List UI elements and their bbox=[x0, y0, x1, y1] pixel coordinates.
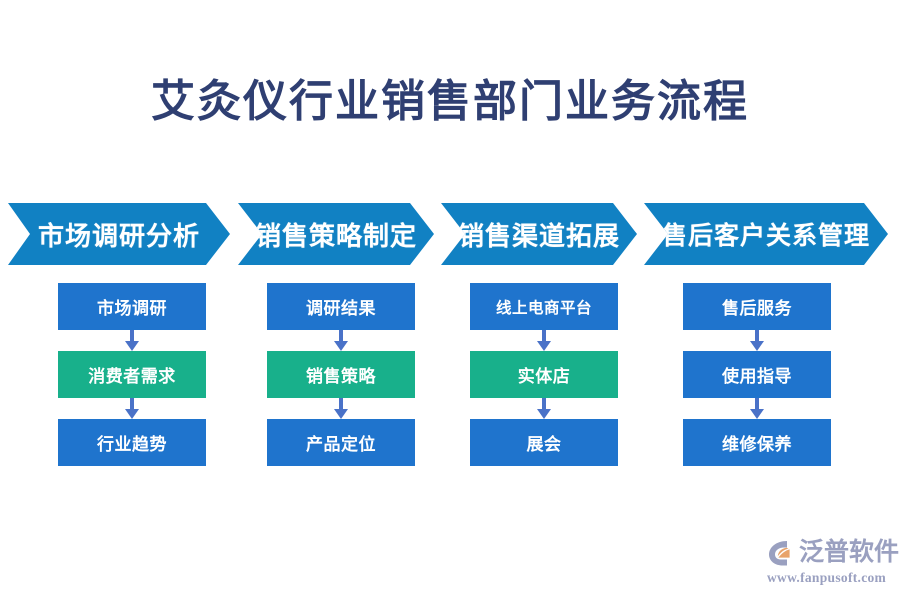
flow-box-3-2[interactable]: 实体店 bbox=[470, 351, 618, 398]
arrow-down-icon bbox=[750, 409, 764, 419]
arrow-stem-icon bbox=[755, 398, 759, 411]
arrow-down-icon bbox=[537, 409, 551, 419]
arrow-down-icon bbox=[750, 341, 764, 351]
flow-box-3-3-label: 展会 bbox=[526, 435, 562, 454]
flow-box-4-2-label: 使用指导 bbox=[722, 367, 792, 386]
arrow-stem-icon bbox=[542, 330, 546, 343]
chevron-stage-4-label: 售后客户关系管理 bbox=[661, 223, 870, 250]
flow-box-2-1[interactable]: 调研结果 bbox=[267, 283, 415, 330]
flow-box-2-3-label: 产品定位 bbox=[306, 435, 376, 454]
arrow-down-icon bbox=[125, 341, 139, 351]
brand-url: www.fanpusoft.com bbox=[767, 570, 887, 585]
arrow-stem-icon bbox=[339, 330, 343, 343]
arrow-connector-4-1 bbox=[683, 330, 831, 351]
flow-box-1-1[interactable]: 市场调研 bbox=[58, 283, 206, 330]
flow-box-4-3[interactable]: 维修保养 bbox=[683, 419, 831, 466]
flow-box-3-1-label: 线上电商平台 bbox=[495, 299, 592, 317]
arrow-down-icon bbox=[125, 409, 139, 419]
flow-box-3-2-label: 实体店 bbox=[517, 367, 571, 386]
flow-box-4-1[interactable]: 售后服务 bbox=[683, 283, 831, 330]
flow-column-3: 线上电商平台 实体店 展会 bbox=[470, 283, 618, 466]
arrow-stem-icon bbox=[339, 398, 343, 411]
flow-box-1-3[interactable]: 行业趋势 bbox=[58, 419, 206, 466]
chevron-stage-1[interactable]: 市场调研分析 bbox=[8, 203, 230, 265]
arrow-stem-icon bbox=[130, 398, 134, 411]
flow-box-1-2[interactable]: 消费者需求 bbox=[58, 351, 206, 398]
flow-box-2-1-label: 调研结果 bbox=[306, 299, 376, 318]
brand-watermark: 泛普软件 www.fanpusoft.com bbox=[766, 537, 899, 589]
process-stage-band: 市场调研分析 销售策略制定 销售渠道拓展 售后客户关系管理 bbox=[0, 203, 900, 265]
brand-logo-row: 泛普软件 bbox=[766, 537, 899, 569]
page-title: 艾灸仪行业销售部门业务流程 bbox=[151, 77, 749, 126]
chevron-stage-1-label: 市场调研分析 bbox=[37, 221, 200, 251]
arrow-connector-4-2 bbox=[683, 398, 831, 419]
arrow-connector-3-1 bbox=[470, 330, 618, 351]
chevron-stage-2-label: 销售策略制定 bbox=[254, 221, 417, 251]
flow-box-1-1-label: 市场调研 bbox=[97, 299, 167, 318]
brand-name: 泛普软件 bbox=[799, 539, 900, 566]
flow-box-4-3-label: 维修保养 bbox=[722, 435, 792, 454]
flow-column-2: 调研结果 销售策略 产品定位 bbox=[267, 283, 415, 466]
flow-box-4-2[interactable]: 使用指导 bbox=[683, 351, 831, 398]
arrow-connector-3-2 bbox=[470, 398, 618, 419]
chevron-stage-3[interactable]: 销售渠道拓展 bbox=[441, 203, 637, 265]
flow-box-2-3[interactable]: 产品定位 bbox=[267, 419, 415, 466]
flow-column-4: 售后服务 使用指导 维修保养 bbox=[683, 283, 831, 466]
flow-column-1: 市场调研 消费者需求 行业趋势 bbox=[58, 283, 206, 466]
flow-box-1-3-label: 行业趋势 bbox=[97, 435, 167, 454]
flow-box-4-1-label: 售后服务 bbox=[722, 299, 792, 318]
flow-box-1-2-label: 消费者需求 bbox=[88, 367, 176, 386]
flow-columns: 市场调研 消费者需求 行业趋势 调研结果 bbox=[0, 283, 900, 466]
chevron-stage-2[interactable]: 销售策略制定 bbox=[238, 203, 434, 265]
flow-box-3-1[interactable]: 线上电商平台 bbox=[470, 283, 618, 330]
arrow-stem-icon bbox=[755, 330, 759, 343]
fanpu-swoosh-logo-icon bbox=[766, 538, 796, 568]
arrow-stem-icon bbox=[542, 398, 546, 411]
arrow-down-icon bbox=[334, 409, 348, 419]
flow-box-3-3[interactable]: 展会 bbox=[470, 419, 618, 466]
arrow-connector-1-1 bbox=[58, 330, 206, 351]
chevron-stage-4[interactable]: 售后客户关系管理 bbox=[644, 203, 888, 265]
flow-box-2-2[interactable]: 销售策略 bbox=[267, 351, 415, 398]
arrow-connector-1-2 bbox=[58, 398, 206, 419]
arrow-down-icon bbox=[537, 341, 551, 351]
arrow-down-icon bbox=[334, 341, 348, 351]
arrow-stem-icon bbox=[130, 330, 134, 343]
arrow-connector-2-2 bbox=[267, 398, 415, 419]
chevron-stage-3-label: 销售渠道拓展 bbox=[457, 221, 620, 251]
arrow-connector-2-1 bbox=[267, 330, 415, 351]
flow-box-2-2-label: 销售策略 bbox=[306, 367, 376, 386]
